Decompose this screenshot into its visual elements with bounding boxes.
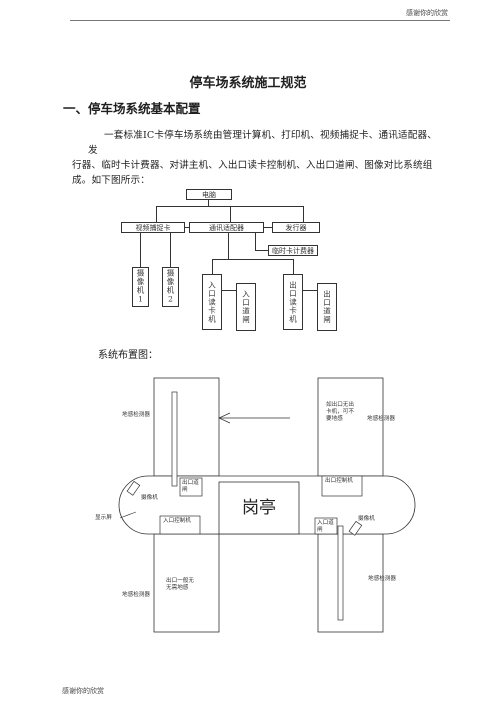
entry-gate-small bbox=[314, 517, 338, 535]
booth-label: 岗亭 bbox=[242, 498, 276, 518]
exit-gate-small bbox=[179, 477, 203, 497]
entry-gate-label: 入口道闸 bbox=[317, 520, 334, 533]
issuer-box: 发行器 bbox=[272, 222, 320, 233]
exit-reader-box: 出口读卡机 bbox=[283, 274, 303, 330]
camera-left-icon bbox=[126, 480, 141, 496]
exit-controller-box bbox=[321, 475, 363, 497]
entry-gate-box: 入口道闸 bbox=[236, 283, 256, 331]
camera-right-icon bbox=[348, 520, 363, 536]
bottom-left-loop-label: 地感检测器 bbox=[122, 592, 150, 598]
bottom-left-lane bbox=[153, 533, 220, 633]
connector bbox=[303, 290, 317, 291]
intro-line-1: 一套标准IC卡停车场系统由管理计算机、打印机、视频捕捉卡、通讯适配器、发 bbox=[88, 130, 437, 156]
connector bbox=[156, 206, 157, 222]
system-config-diagram: 电脑 视频捕捉卡 通讯适配器 发行器 临时卡计费器 摄像机1 摄像机2 入口读卡… bbox=[0, 0, 496, 340]
connector bbox=[208, 199, 209, 206]
top-right-note-label: 如出口无出卡机，可不要地感 bbox=[326, 402, 354, 422]
bottom-left-note-label: 出口一般无无需地感 bbox=[166, 578, 194, 591]
connector bbox=[230, 206, 231, 222]
display-label: 显示屏 bbox=[95, 515, 112, 521]
booth-box bbox=[218, 481, 300, 535]
video-capture-card-box: 视频捕捉卡 bbox=[121, 222, 185, 233]
layout-drawing bbox=[118, 377, 416, 633]
camera-1-box: 摄像机1 bbox=[132, 267, 149, 307]
display-pointer bbox=[119, 511, 137, 519]
intro-paragraph: 一套标准IC卡停车场系统由管理计算机、打印机、视频捕捉卡、通讯适配器、发 行器、… bbox=[72, 128, 438, 188]
layout-caption: 系统布置图： bbox=[98, 350, 158, 361]
camera-2-box: 摄像机2 bbox=[162, 267, 179, 307]
page-footer: 感谢你的欣赏 bbox=[62, 687, 104, 695]
entry-controller-box bbox=[159, 515, 201, 535]
camera-left-label: 摄像机 bbox=[141, 495, 158, 501]
connector bbox=[140, 233, 141, 267]
connector bbox=[170, 233, 171, 267]
intro-line-2: 行器、临时卡计费器、对讲主机、入出口读卡控制机、入出口道闸、图像对比系统组 bbox=[72, 160, 433, 171]
connector bbox=[228, 233, 229, 259]
exit-gate-label: 出口道闸 bbox=[182, 480, 199, 493]
computer-box: 电脑 bbox=[186, 189, 232, 200]
top-left-lane bbox=[153, 377, 220, 477]
bottom-right-lane bbox=[317, 533, 384, 633]
direction-arrow-head bbox=[218, 412, 231, 424]
top-right-lane bbox=[317, 377, 384, 477]
top-right-loop-label: 地感检测器 bbox=[367, 416, 395, 422]
connector bbox=[222, 290, 236, 291]
intro-line-3: 成。如下图所示： bbox=[72, 175, 150, 186]
connector bbox=[264, 227, 272, 228]
exit-gate-arm bbox=[171, 391, 178, 487]
entry-controller-label: 入口控制机 bbox=[163, 518, 191, 524]
document-title: 停车场系统施工规范 bbox=[189, 76, 307, 91]
exit-controller-label: 出口控制机 bbox=[325, 478, 353, 484]
temp-card-billing-box: 临时卡计费器 bbox=[268, 245, 318, 256]
page-header: 感谢你的欣赏 bbox=[406, 9, 448, 17]
comm-adapter-box: 通讯适配器 bbox=[189, 222, 264, 233]
connector bbox=[212, 259, 213, 274]
connector bbox=[255, 233, 256, 250]
layout-diagram: 岗亭 地感检测器 如出口无出卡机，可不要地感 地感检测器 摄像机 出口道闸 出口… bbox=[0, 370, 496, 640]
top-left-loop-label: 地感检测器 bbox=[122, 412, 150, 418]
entry-gate-arm bbox=[337, 525, 344, 621]
section-heading: 一、停车场系统基本配置 bbox=[63, 101, 201, 116]
connector bbox=[185, 227, 189, 228]
header-rule bbox=[70, 20, 450, 21]
connector bbox=[303, 206, 304, 222]
connector bbox=[255, 250, 268, 251]
camera-right-label: 摄像机 bbox=[358, 516, 375, 522]
connector bbox=[212, 259, 294, 260]
bottom-right-loop-label: 地感检测器 bbox=[368, 576, 396, 582]
entry-reader-box: 入口读卡机 bbox=[202, 274, 222, 330]
exit-gate-box: 出口道闸 bbox=[317, 283, 337, 331]
connector bbox=[293, 259, 294, 274]
